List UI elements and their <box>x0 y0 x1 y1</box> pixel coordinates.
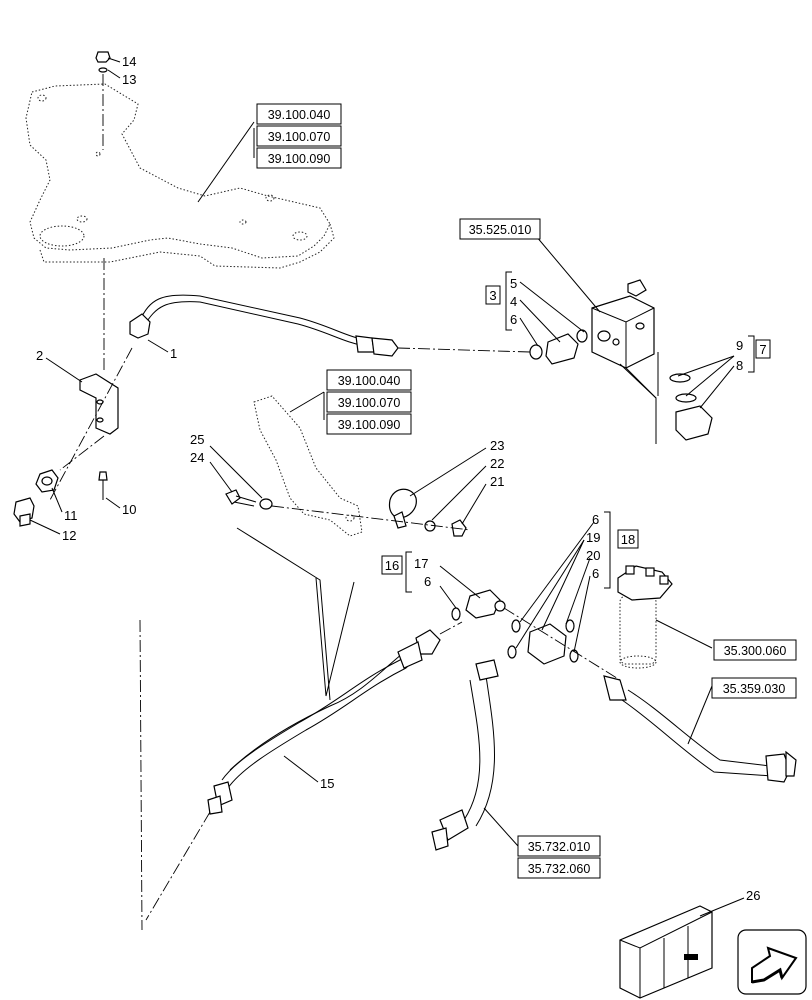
nut-14 <box>95 51 111 73</box>
elbow-fitting-4 <box>529 329 588 365</box>
item-24: 24 <box>190 450 204 465</box>
item-5: 5 <box>510 276 517 291</box>
ref-valve-block[interactable]: 35.525.010 <box>459 218 541 240</box>
item-number-labels: 14 13 1 2 10 11 12 5 4 6 9 8 25 24 23 22… <box>36 54 760 903</box>
svg-text:39.100.070: 39.100.070 <box>268 130 331 144</box>
item-14: 14 <box>122 54 136 69</box>
item-21: 21 <box>490 474 504 489</box>
svg-text:35.525.010: 35.525.010 <box>469 223 532 237</box>
svg-text:3: 3 <box>489 288 496 303</box>
ref-return-hose[interactable]: 35.359.030 <box>711 677 797 699</box>
svg-text:35.300.060: 35.300.060 <box>724 644 787 658</box>
bolt-10 <box>98 471 108 500</box>
svg-text:35.732.060: 35.732.060 <box>528 862 591 876</box>
boxed-item-16[interactable]: 16 <box>381 555 403 575</box>
item-25: 25 <box>190 432 204 447</box>
svg-text:39.100.070: 39.100.070 <box>338 396 401 410</box>
item-10: 10 <box>122 502 136 517</box>
item-2: 2 <box>36 348 43 363</box>
item-12: 12 <box>62 528 76 543</box>
frame-bracket <box>25 83 335 269</box>
item-6d: 6 <box>592 566 599 581</box>
boxed-item-18[interactable]: 18 <box>617 529 639 549</box>
elbow-fitting-17 <box>451 589 506 621</box>
item-13: 13 <box>122 72 136 87</box>
item-20: 20 <box>586 548 600 563</box>
svg-text:39.100.090: 39.100.090 <box>268 152 331 166</box>
item-26: 26 <box>746 888 760 903</box>
svg-text:39.100.040: 39.100.040 <box>268 108 331 122</box>
return-hose <box>603 675 797 783</box>
item-1: 1 <box>170 346 177 361</box>
svg-text:7: 7 <box>759 342 766 357</box>
item-6b: 6 <box>424 574 431 589</box>
svg-text:39.100.090: 39.100.090 <box>338 418 401 432</box>
filter-assembly <box>617 565 673 669</box>
svg-text:18: 18 <box>621 532 635 547</box>
boxed-item-3[interactable]: 3 <box>485 285 501 305</box>
svg-text:35.359.030: 35.359.030 <box>723 682 786 696</box>
item-6a: 6 <box>510 312 517 327</box>
ref-group-frame-b[interactable]: 39.100.040 39.100.070 39.100.090 <box>326 369 412 435</box>
svg-text:16: 16 <box>385 558 399 573</box>
crate-26 <box>619 905 713 999</box>
item-8: 8 <box>736 358 743 373</box>
lower-hose <box>431 659 499 851</box>
svg-text:35.732.010: 35.732.010 <box>528 840 591 854</box>
next-page-arrow-icon[interactable] <box>737 929 807 995</box>
hose-1 <box>129 294 399 357</box>
item-17: 17 <box>414 556 428 571</box>
item-19: 19 <box>586 530 600 545</box>
fitting-8 <box>669 373 713 441</box>
item-9: 9 <box>736 338 743 353</box>
boxed-item-7[interactable]: 7 <box>755 339 771 359</box>
support-plate <box>253 395 363 537</box>
hose-15 <box>207 629 441 815</box>
group-brackets <box>405 271 755 593</box>
nut-11 <box>35 469 59 493</box>
item-4: 4 <box>510 294 517 309</box>
item-23: 23 <box>490 438 504 453</box>
leader-lines <box>29 57 745 917</box>
fitting-12 <box>13 497 35 527</box>
valve-block <box>591 279 655 369</box>
item-6c: 6 <box>592 512 599 527</box>
item-11: 11 <box>64 508 78 523</box>
mounting-bracket-2 <box>79 373 119 435</box>
ref-group-frame-a[interactable]: 39.100.040 39.100.070 39.100.090 <box>256 103 342 169</box>
item-15: 15 <box>320 776 334 791</box>
svg-text:39.100.040: 39.100.040 <box>338 374 401 388</box>
clamp-23 <box>388 488 417 529</box>
bolt-24 <box>225 489 273 510</box>
item-22: 22 <box>490 456 504 471</box>
ref-lower-hose[interactable]: 35.732.010 35.732.060 <box>517 835 601 879</box>
ref-filter[interactable]: 35.300.060 <box>713 639 797 661</box>
tee-fitting-19 <box>507 619 579 665</box>
